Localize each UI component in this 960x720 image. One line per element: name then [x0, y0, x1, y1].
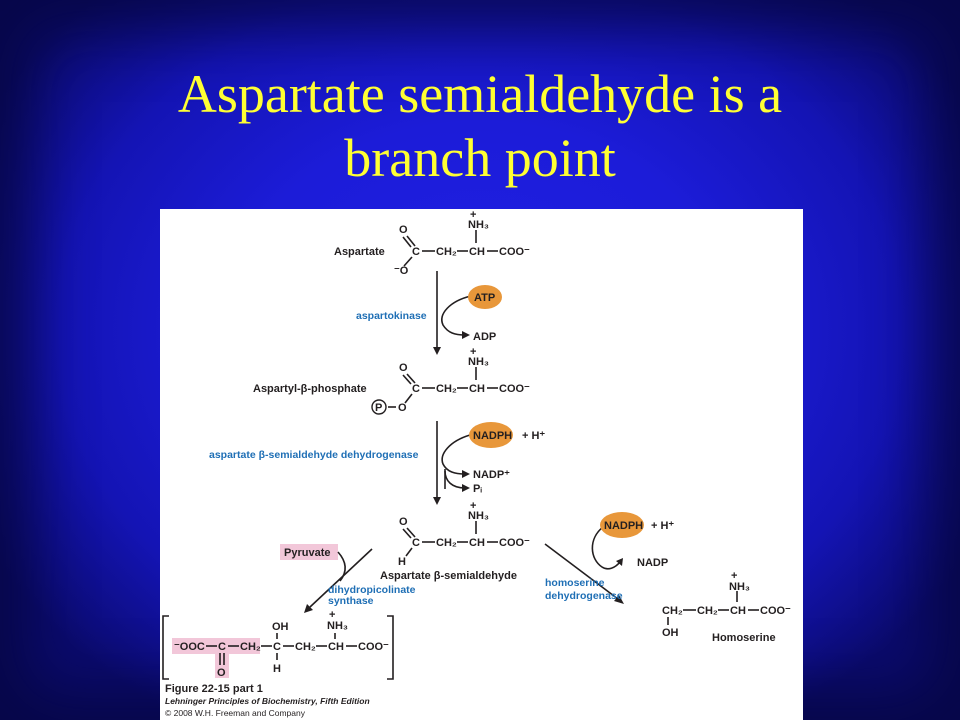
- cofactor-h-plus-1: + H⁺: [522, 430, 545, 442]
- svg-text:CH: CH: [328, 641, 344, 653]
- caption-figure-number: Figure 22-15 part 1: [165, 683, 263, 695]
- svg-text:C: C: [412, 383, 420, 395]
- svg-text:O: O: [399, 362, 408, 374]
- svg-text:CH: CH: [469, 537, 485, 549]
- svg-text:CH: CH: [469, 383, 485, 395]
- label-aspartate: Aspartate: [334, 246, 385, 258]
- caption-copyright: © 2008 W.H. Freeman and Company: [165, 708, 306, 718]
- svg-text:NH₃: NH₃: [468, 219, 489, 231]
- svg-text:C: C: [273, 641, 281, 653]
- label-homoserine: Homoserine: [712, 632, 776, 644]
- svg-text:O: O: [399, 516, 408, 528]
- svg-text:O: O: [398, 402, 407, 414]
- cofactor-h-plus-2: + H⁺: [651, 520, 674, 532]
- svg-text:COO⁻: COO⁻: [499, 246, 530, 258]
- svg-text:COO⁻: COO⁻: [499, 537, 530, 549]
- arrow-step2-head: [433, 497, 441, 505]
- svg-text:CH₂: CH₂: [295, 641, 316, 653]
- svg-text:CH₂: CH₂: [436, 246, 457, 258]
- svg-text:CH₂: CH₂: [240, 641, 261, 653]
- enzyme-homoserine-dh-line2: dehydrogenase: [545, 590, 623, 602]
- svg-text:CH₂: CH₂: [662, 605, 683, 617]
- svg-text:COO⁻: COO⁻: [358, 641, 389, 653]
- svg-text:CH₂: CH₂: [436, 537, 457, 549]
- caption-book: Lehninger Principles of Biochemistry, Fi…: [165, 696, 370, 706]
- svg-text:OH: OH: [272, 621, 289, 633]
- svg-text:+: +: [470, 500, 476, 512]
- cofactor-nadph-2: NADPH: [604, 520, 643, 532]
- phosphoryl-icon: [371, 399, 387, 415]
- enzyme-dhdp-synthase-line1: dihydropicolinate: [328, 584, 416, 596]
- svg-text:+: +: [470, 209, 476, 221]
- curved-arrow-pyruvate: [337, 551, 346, 582]
- svg-text:+: +: [731, 570, 737, 582]
- curved-arrow-nadph-2: [591, 526, 621, 570]
- svg-text:C: C: [412, 246, 420, 258]
- label-aspartyl-phosphate: Aspartyl-β-phosphate: [253, 383, 367, 395]
- svg-text:OH: OH: [662, 627, 679, 639]
- svg-text:P: P: [375, 402, 382, 414]
- svg-text:CH₂: CH₂: [436, 383, 457, 395]
- cofactor-nadph-1: NADPH: [473, 430, 512, 442]
- svg-text:COO⁻: COO⁻: [499, 383, 530, 395]
- nadph-badge-2: [600, 512, 644, 538]
- svg-text:NH₃: NH₃: [468, 510, 489, 522]
- svg-text:O: O: [217, 667, 226, 679]
- curved-arrow-nadph-1: [441, 434, 471, 475]
- cofactor-nadp: NADP: [637, 557, 668, 569]
- atp-badge: [468, 285, 502, 309]
- title-line-2: branch point: [344, 128, 616, 188]
- svg-text:H: H: [273, 663, 281, 675]
- structure-homoserine: CH₂ CH₂ CH COO⁻ + NH₃ OH: [662, 570, 791, 639]
- cofactor-atp: ATP: [474, 292, 495, 304]
- structure-aspartate-semialdehyde: O C CH₂ CH COO⁻ + NH₃ H: [398, 500, 530, 568]
- svg-text:H: H: [398, 556, 406, 568]
- compound-pyruvate: Pyruvate: [284, 547, 330, 559]
- svg-text:+: +: [329, 609, 335, 621]
- svg-text:CH₂: CH₂: [697, 605, 718, 617]
- svg-text:O: O: [399, 224, 408, 236]
- svg-text:C: C: [218, 641, 226, 653]
- svg-text:NH₃: NH₃: [468, 356, 489, 368]
- enzyme-dhdp-synthase-line2: synthase: [328, 595, 374, 607]
- svg-text:+: +: [470, 346, 476, 358]
- label-aspartate-semialdehyde: Aspartate β-semialdehyde: [380, 570, 517, 582]
- slide-title: Aspartate semialdehyde is a branch point: [60, 62, 900, 190]
- title-line-1: Aspartate semialdehyde is a: [177, 64, 783, 124]
- cofactor-adp: ADP: [473, 331, 496, 343]
- arrow-branch-right: [544, 543, 619, 600]
- svg-text:CH: CH: [730, 605, 746, 617]
- arrow-branch-left: [309, 548, 373, 608]
- enzyme-asa-dehydrogenase: aspartate β-semialdehyde dehydrogenase: [209, 449, 419, 461]
- svg-text:⁻O: ⁻O: [394, 265, 409, 277]
- pathway-diagram: Aspartate O C CH₂ CH COO⁻ + NH₃ ⁻O ATP A…: [162, 209, 791, 718]
- svg-text:NH₃: NH₃: [327, 620, 348, 632]
- svg-text:CH: CH: [469, 246, 485, 258]
- structure-aspartyl-phosphate: O C CH₂ CH COO⁻ + NH₃ O P: [371, 346, 530, 415]
- svg-text:COO⁻: COO⁻: [760, 605, 791, 617]
- svg-text:C: C: [412, 537, 420, 549]
- curved-arrow-pi: [444, 470, 466, 489]
- enzyme-aspartokinase: aspartokinase: [356, 310, 427, 322]
- cofactor-nadp-plus: NADP⁺: [473, 469, 510, 481]
- curved-arrow-atp: [441, 295, 472, 336]
- nadph-badge-1: [469, 422, 513, 448]
- structure-intermediate: ⁻OOC C CH₂ C CH₂ CH COO⁻ O OH H + NH₃: [162, 609, 394, 680]
- svg-text:NH₃: NH₃: [729, 581, 750, 593]
- structure-aspartate: O C CH₂ CH COO⁻ + NH₃ ⁻O: [394, 209, 530, 277]
- arrow-step1-head: [433, 347, 441, 355]
- cofactor-pi: Pᵢ: [473, 483, 482, 495]
- pathway-figure: Aspartate O C CH₂ CH COO⁻ + NH₃ ⁻O ATP A…: [160, 209, 803, 720]
- pyruvate-highlight: [280, 544, 338, 560]
- svg-text:⁻OOC: ⁻OOC: [174, 641, 205, 653]
- enzyme-homoserine-dh-line1: homoserine: [545, 577, 605, 589]
